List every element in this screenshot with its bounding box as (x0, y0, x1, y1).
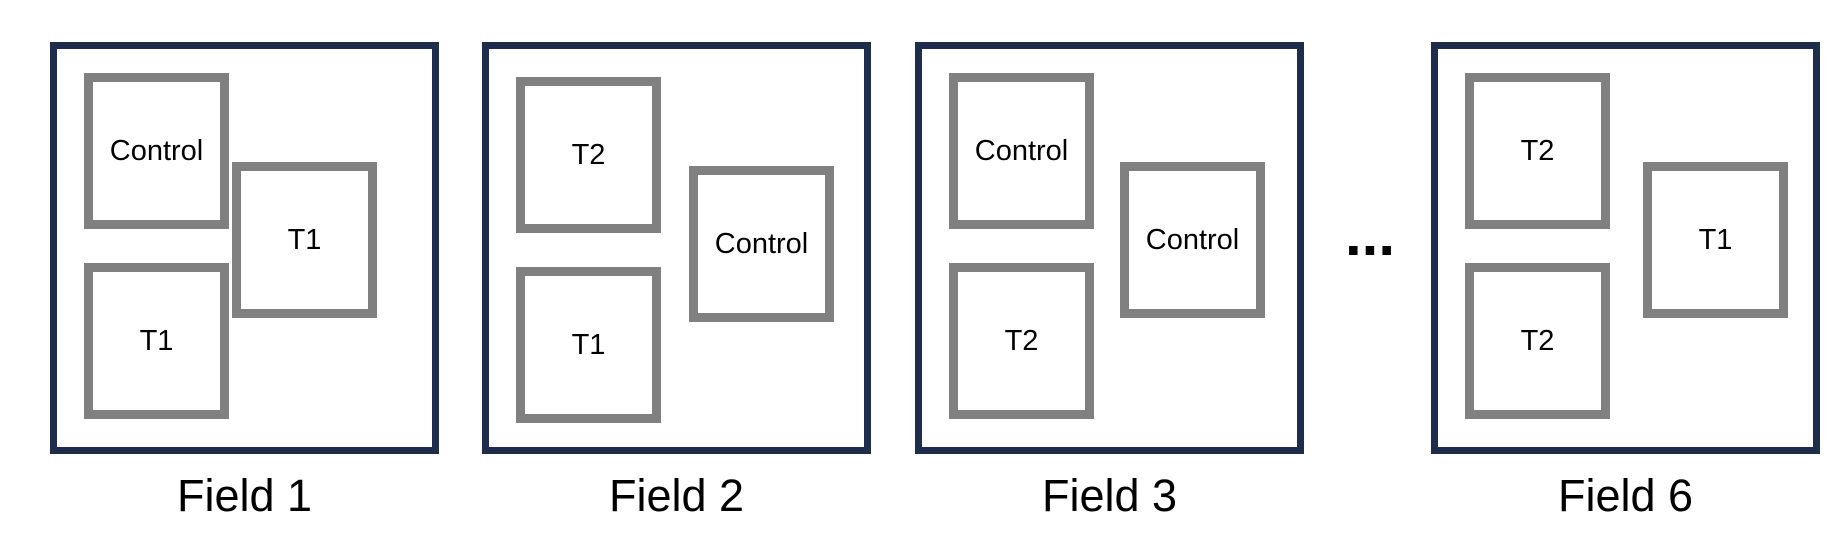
plot-right: T1 (232, 162, 377, 318)
plot-bottom-left: T1 (516, 267, 661, 423)
field-3: Control T2 Control (915, 42, 1304, 454)
plot-top-left: Control (949, 73, 1094, 229)
field-frame: Control T1 T1 (50, 42, 439, 454)
field-label-6: Field 6 (1557, 470, 1694, 521)
plot-bottom-left: T1 (84, 263, 229, 419)
plot-top-left: T2 (516, 77, 661, 233)
field-2: T2 T1 Control (482, 42, 871, 454)
plot-top-left: Control (84, 73, 229, 229)
plot-bottom-left: T2 (1465, 263, 1610, 419)
plot-right: Control (1120, 162, 1265, 318)
plot-right: Control (689, 166, 834, 322)
field-6: T2 T2 T1 (1431, 42, 1820, 454)
field-1: Control T1 T1 (50, 42, 439, 454)
field-frame: T2 T1 Control (482, 42, 871, 454)
field-frame: Control T2 Control (915, 42, 1304, 454)
ellipsis: ... (1344, 201, 1395, 268)
plot-right: T1 (1643, 162, 1788, 318)
field-label-2: Field 2 (608, 470, 745, 521)
field-label-3: Field 3 (1041, 470, 1178, 521)
plot-top-left: T2 (1465, 73, 1610, 229)
plot-bottom-left: T2 (949, 263, 1094, 419)
field-label-1: Field 1 (176, 470, 313, 521)
field-frame: T2 T2 T1 (1431, 42, 1820, 454)
